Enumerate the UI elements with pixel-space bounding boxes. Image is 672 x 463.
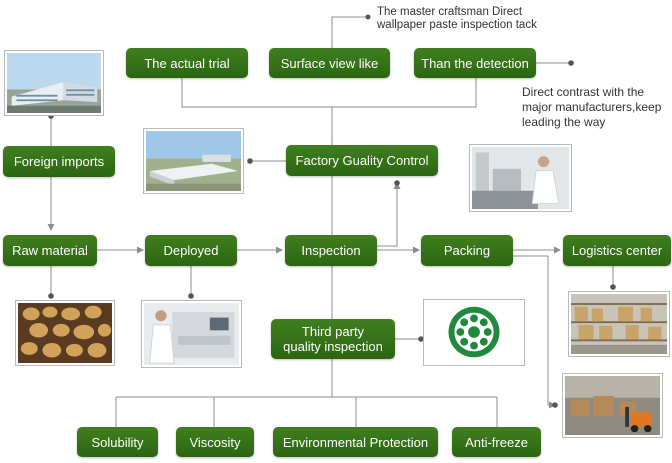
master-craftsman-note: The master craftsman Direct wallpaper pa…	[377, 6, 537, 31]
environmental-certification-logo	[423, 299, 525, 366]
connector-dot	[568, 60, 574, 66]
connector-dot	[552, 402, 558, 408]
node-anti-freeze: Anti-freeze	[452, 427, 541, 457]
node-viscosity: Viscosity	[176, 427, 254, 457]
node-inspection: Inspection	[285, 235, 377, 266]
lab-technician-photo	[469, 144, 572, 212]
connector-dot	[48, 293, 54, 299]
inspection-to-qc-elbow	[377, 182, 401, 247]
node-foreign-imports: Foreign imports	[3, 146, 115, 177]
node-actual-trial: The actual trial	[126, 48, 248, 78]
forklift-warehouse-photo	[562, 373, 663, 438]
connector-dot	[394, 180, 400, 186]
top-boxes-bracket	[181, 77, 477, 108]
connector-dot	[418, 336, 424, 342]
direct-contrast-note: Direct contrast with the major manufactu…	[522, 85, 662, 129]
connector-dot	[247, 158, 253, 164]
node-logistics-center: Logistics center	[563, 235, 671, 266]
node-surface-view: Surface view like	[269, 48, 390, 78]
node-than-detection: Than the detection	[414, 48, 536, 78]
node-third-party-inspection: Third party quality inspection	[271, 319, 395, 359]
third-party-line-1: Third party	[301, 324, 365, 339]
node-solubility: Solubility	[77, 427, 158, 457]
factory-building-photo	[4, 50, 104, 116]
node-raw-material: Raw material	[3, 235, 97, 266]
connector-dot	[610, 284, 616, 290]
third-party-line-2: quality inspection	[283, 339, 383, 354]
packing-to-forklift-connector	[513, 255, 556, 409]
factory-aerial-photo	[143, 128, 244, 194]
connector-dot	[365, 14, 371, 20]
production-machine-photo	[141, 300, 242, 368]
connector-dot	[188, 293, 194, 299]
node-packing: Packing	[421, 235, 513, 266]
node-factory-quality-control: Factory Guality Control	[286, 145, 438, 176]
node-deployed: Deployed	[145, 235, 237, 266]
warehouse-shelves-photo	[568, 291, 670, 357]
potatoes-photo	[15, 300, 115, 366]
node-environmental-protection: Environmental Protection	[273, 427, 438, 457]
